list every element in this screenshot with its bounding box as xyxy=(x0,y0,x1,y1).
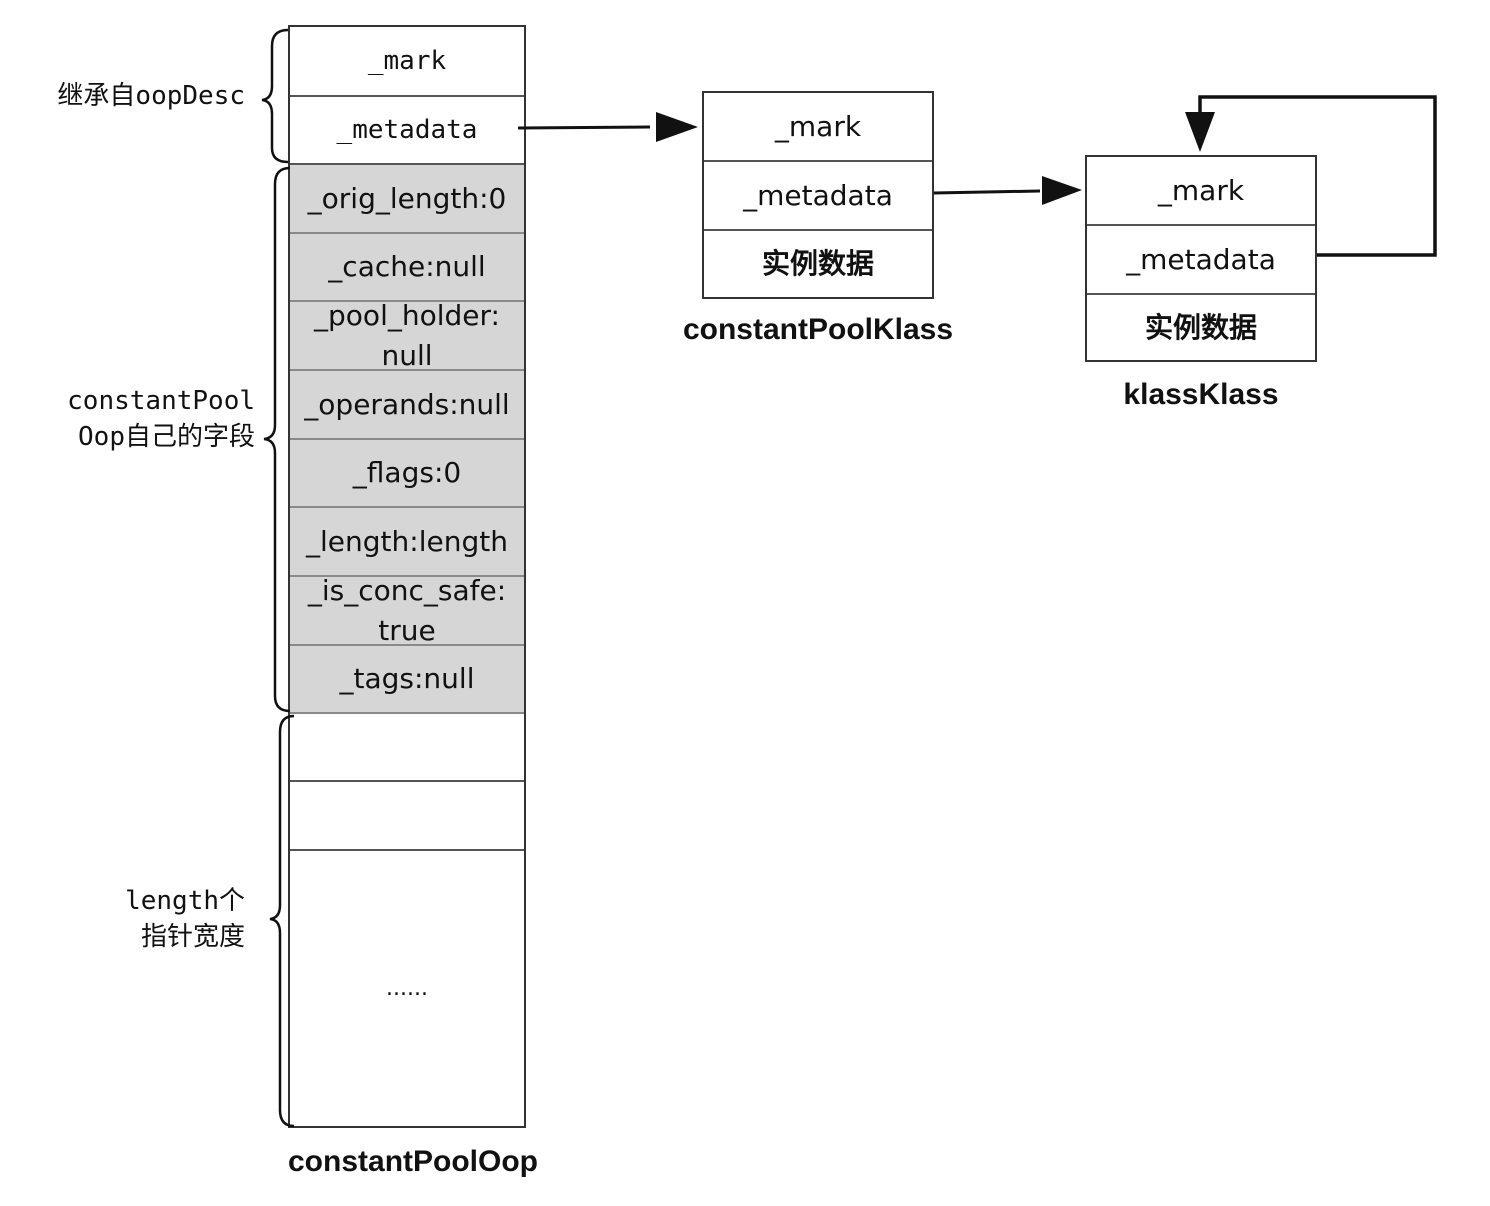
cpk-instance-data-cell: 实例数据 xyxy=(704,231,932,297)
oop-mark-cell: _mark xyxy=(290,27,524,97)
field-tags-text: _tags:null xyxy=(339,662,475,695)
kk-mark-cell: _mark xyxy=(1087,157,1315,226)
pointer-slot-2 xyxy=(290,782,524,851)
constant-pool-oop-stack: _mark _metadata _orig_length:0 _cache:nu… xyxy=(288,25,526,1128)
kk-metadata-text: _metadata xyxy=(1126,242,1276,276)
cpk-metadata-text: _metadata xyxy=(743,178,893,212)
field-cache-text: _cache:null xyxy=(328,250,486,283)
field-pool-holder-line2: null xyxy=(381,338,433,372)
inherited-brace-label: 继承自oopDesc xyxy=(30,78,245,114)
field-operands: _operands:null xyxy=(290,371,524,440)
klass-klass-caption-text: klassKlass xyxy=(1123,378,1279,411)
field-is-conc-safe: _is_conc_safe: true xyxy=(290,574,524,647)
oop-metadata-cell: _metadata xyxy=(290,97,524,165)
constant-pool-klass-stack: _mark _metadata 实例数据 xyxy=(702,91,934,299)
klass-klass-self-loop xyxy=(1198,95,1437,257)
pointers-label-line2: 指针宽度 xyxy=(140,922,245,952)
pointers-brace-label: length个 指针宽度 xyxy=(30,883,245,955)
field-pool-holder: _pool_holder: null xyxy=(290,299,524,372)
cpk-metadata-cell: _metadata xyxy=(704,162,932,231)
kk-instance-data-cell: 实例数据 xyxy=(1087,295,1315,360)
inherited-brace xyxy=(261,28,289,164)
field-length-text: _length:length xyxy=(306,524,508,558)
field-orig-length-text: _orig_length:0 xyxy=(307,181,507,215)
klass-klass-self-loop-head xyxy=(1185,112,1215,152)
cpk-instance-data-text: 实例数据 xyxy=(761,247,874,280)
constant-pool-oop-caption: constantPoolOop xyxy=(268,1145,558,1179)
field-flags: _flags:0 xyxy=(290,440,524,508)
field-flags-text: _flags:0 xyxy=(352,456,462,489)
own-fields-brace-label: constantPool Oop自己的字段 xyxy=(30,383,255,455)
ellipsis-text: ...... xyxy=(386,975,428,1001)
field-is-conc-safe-line2: true xyxy=(378,613,436,647)
metadata-arrow-oop-to-cpk xyxy=(517,125,651,130)
kk-instance-data-text: 实例数据 xyxy=(1144,310,1257,344)
pointer-slot-ellipsis: ...... xyxy=(290,851,524,1126)
pointer-slot-1 xyxy=(290,714,524,782)
kk-metadata-cell: _metadata xyxy=(1087,226,1315,295)
constant-pool-klass-caption-text: constantPoolKlass xyxy=(682,313,954,346)
constant-pool-oop-caption-text: constantPoolOop xyxy=(288,1145,538,1178)
cpk-mark-cell: _mark xyxy=(704,93,932,162)
oop-mark-text: _mark xyxy=(367,46,447,76)
metadata-arrow-oop-to-cpk-head xyxy=(656,112,698,142)
constant-pool-klass-caption: constantPoolKlass xyxy=(662,313,974,347)
field-tags: _tags:null xyxy=(290,646,524,714)
kk-mark-text: _mark xyxy=(1157,173,1245,207)
own-fields-brace xyxy=(263,166,291,713)
field-orig-length: _orig_length:0 xyxy=(290,165,524,234)
metadata-arrow-cpk-to-kk xyxy=(933,189,1041,195)
field-is-conc-safe-line1: _is_conc_safe: xyxy=(307,573,507,607)
own-fields-label-line2: Oop自己的字段 xyxy=(78,422,255,452)
cpk-mark-text: _mark xyxy=(774,109,862,143)
metadata-arrow-cpk-to-kk-head xyxy=(1042,176,1082,205)
klass-klass-stack: _mark _metadata 实例数据 xyxy=(1085,155,1317,362)
own-fields-label-line1: constantPool xyxy=(67,386,255,416)
pointers-brace xyxy=(269,714,295,1128)
klass-klass-caption: klassKlass xyxy=(1085,378,1317,412)
field-pool-holder-line1: _pool_holder: xyxy=(314,298,500,332)
inherited-label-text: 继承自oopDesc xyxy=(57,81,245,111)
pointers-label-line1: length个 xyxy=(125,886,245,916)
field-cache: _cache:null xyxy=(290,234,524,302)
field-operands-text: _operands:null xyxy=(304,387,510,421)
field-length: _length:length xyxy=(290,508,524,577)
oop-metadata-text: _metadata xyxy=(336,115,478,145)
